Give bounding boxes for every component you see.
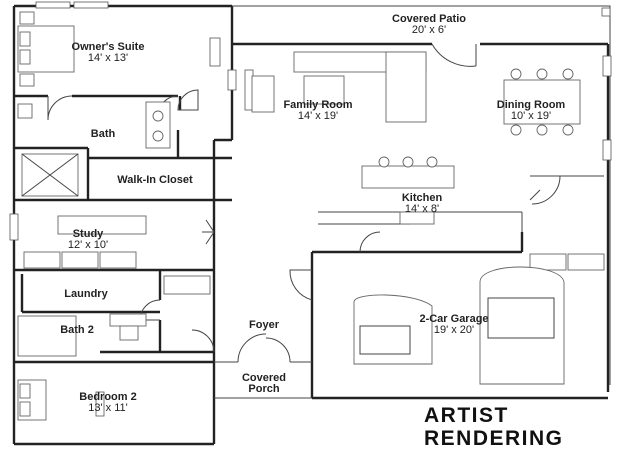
furniture <box>17 11 605 421</box>
room-name-covered-patio: Covered Patio <box>392 13 466 25</box>
room-name-dining-room: Dining Room <box>497 99 566 111</box>
room-size-covered-patio: 20' x 6' <box>412 24 446 36</box>
room-name-family-room: Family Room <box>283 99 352 111</box>
windows <box>9 1 612 417</box>
walls <box>12 4 611 446</box>
room-name-walk-in-closet: Walk-In Closet <box>117 174 193 186</box>
room-size-garage: 19' x 20' <box>434 324 474 336</box>
room-labels: Covered Patio 20' x 6' Owner's Suite 14'… <box>60 13 565 414</box>
room-size-study: 12' x 10' <box>68 239 108 251</box>
watermark-line-2: RENDERING <box>424 427 564 450</box>
room-name-laundry: Laundry <box>64 288 108 300</box>
room-name-bath: Bath <box>91 128 116 140</box>
artist-rendering-watermark: ARTIST RENDERING <box>424 404 636 450</box>
room-size-dining-room: 10' x 19' <box>511 110 551 122</box>
room-name-bath-2: Bath 2 <box>60 324 94 336</box>
room-name-garage: 2-Car Garage <box>419 313 488 325</box>
room-name-bedroom-2: Bedroom 2 <box>79 391 136 403</box>
room-size-owners-suite: 14' x 13' <box>88 52 128 64</box>
room-name-covered-porch-line2: Porch <box>248 383 279 395</box>
room-name-study: Study <box>73 228 104 240</box>
room-name-foyer: Foyer <box>249 319 280 331</box>
room-name-kitchen: Kitchen <box>402 192 443 204</box>
room-size-bedroom-2: 13' x 11' <box>88 402 127 414</box>
watermark-line-1: ARTIST <box>424 404 509 427</box>
room-name-owners-suite: Owner's Suite <box>72 41 145 53</box>
room-size-kitchen: 14' x 8' <box>405 203 439 215</box>
room-name-covered-porch: Covered <box>242 372 286 384</box>
room-size-family-room: 14' x 19' <box>298 110 338 122</box>
